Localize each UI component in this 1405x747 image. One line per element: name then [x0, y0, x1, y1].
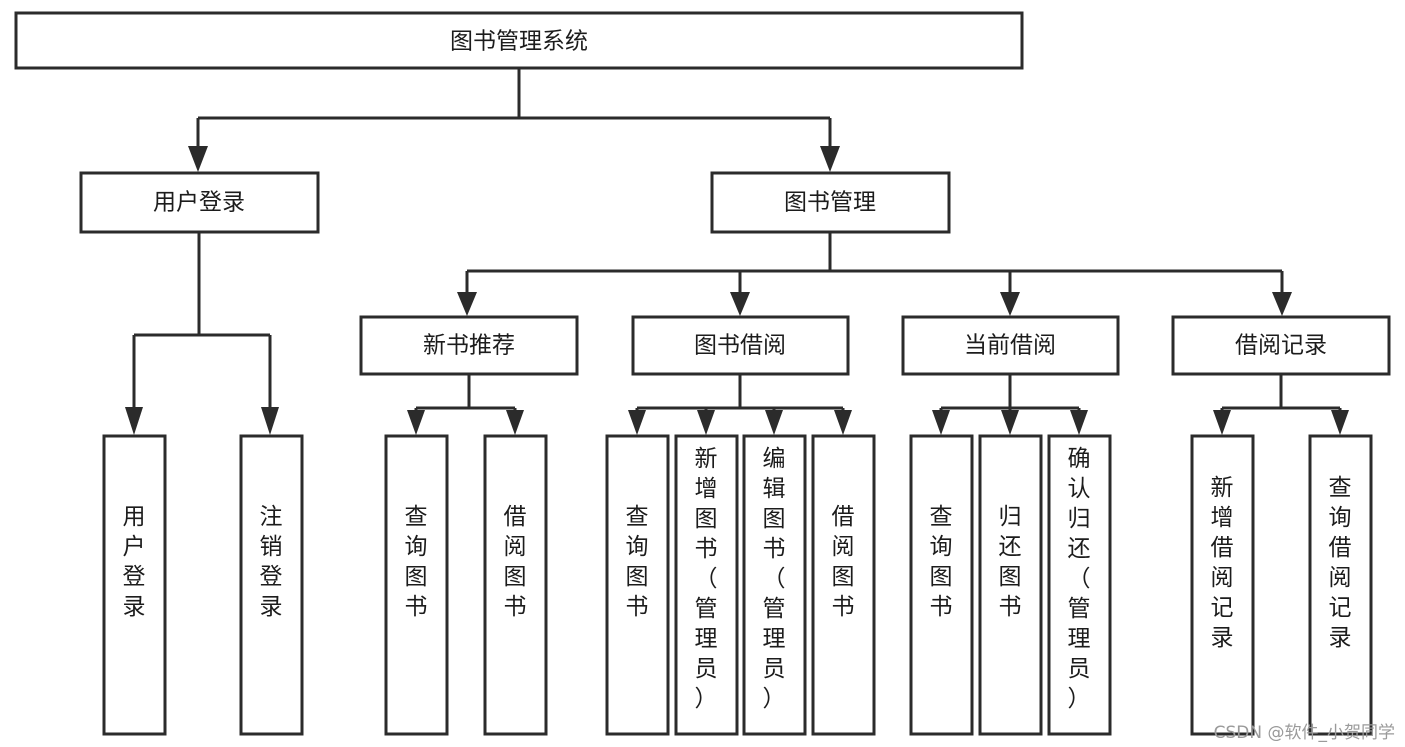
leaf-current-confirm-rect — [1047, 434, 1112, 736]
node-book-borrow-rect — [631, 315, 850, 376]
arrow-head-leaf-borrow-3 — [765, 410, 783, 435]
leaf-node-newbook-query[interactable]: 查询图书 — [384, 434, 449, 736]
leaf-borrow-query-label: 查询图书 — [626, 504, 649, 620]
arrow-head-newbook — [457, 292, 477, 316]
node-borrow-record[interactable]: 借阅记录 — [1171, 315, 1391, 376]
arrow-head-leaf-borrow-2 — [697, 410, 715, 435]
node-new-book-recommend-rect — [359, 315, 579, 376]
node-current-borrow-label: 当前借阅 — [964, 333, 1056, 359]
leaf-user-login-logout-label: 注销登录 — [260, 504, 283, 620]
arrow-head-borrow — [730, 292, 750, 316]
leaf-current-return-rect — [978, 434, 1043, 736]
leaf-current-query-label: 查询图书 — [930, 504, 953, 620]
arrow-head-leaf-current-3 — [1070, 410, 1088, 435]
node-book-management-label: 图书管理 — [784, 190, 876, 216]
node-user-login[interactable]: 用户登录 — [79, 171, 320, 234]
node-current-borrow[interactable]: 当前借阅 — [901, 315, 1120, 376]
leaf-node-user-login-logout[interactable]: 注销登录 — [239, 434, 304, 736]
leaf-user-login-logout-rect — [239, 434, 304, 736]
arrow-head-leaf-record-1 — [1213, 410, 1231, 435]
leaf-node-current-return[interactable]: 归还图书 — [978, 434, 1043, 736]
leaf-node-current-confirm[interactable]: 确认归还（管理员） — [1047, 434, 1112, 736]
leaf-node-user-login-login[interactable]: 用户登录 — [102, 434, 167, 736]
leaf-record-query-label: 查询借阅记录 — [1329, 475, 1352, 651]
arrow-head-leaf-newbook-2 — [506, 410, 524, 435]
arrow-head-leaf-newbook-1 — [407, 410, 425, 435]
leaf-newbook-borrow-label: 借阅图书 — [504, 504, 527, 620]
node-new-book-recommend[interactable]: 新书推荐 — [359, 315, 579, 376]
arrow-head-leaf-borrow-4 — [834, 410, 852, 435]
leaf-borrow-lend-label: 借阅图书 — [832, 504, 855, 620]
leaf-node-borrow-add[interactable]: 新增图书（管理员） — [674, 434, 739, 736]
connectors-layer — [125, 68, 1349, 435]
arrow-head-userlogin — [188, 146, 208, 172]
leaf-current-return-label: 归还图书 — [999, 504, 1022, 620]
leaf-current-query-rect — [909, 434, 974, 736]
node-root-rect — [14, 11, 1024, 70]
node-book-management-rect — [710, 171, 951, 234]
leaf-borrow-add-label: 新增图书（管理员） — [695, 446, 718, 712]
leaf-node-borrow-query[interactable]: 查询图书 — [605, 434, 670, 736]
leaf-node-record-query[interactable]: 查询借阅记录 — [1308, 434, 1373, 736]
node-user-login-label: 用户登录 — [153, 190, 245, 216]
node-current-borrow-rect — [901, 315, 1120, 376]
leaf-borrow-edit-label: 编辑图书（管理员） — [763, 446, 786, 712]
node-root-book-management-system[interactable]: 图书管理系统 — [14, 11, 1024, 70]
node-user-login-rect — [79, 171, 320, 234]
arrow-head-leaf-userlogin-2 — [261, 407, 279, 435]
arrow-head-leaf-record-2 — [1331, 410, 1349, 435]
arrow-head-leaf-current-1 — [932, 410, 950, 435]
csdn-watermark: CSDN @软件_小贺同学 — [1213, 723, 1395, 743]
leaf-user-login-login-rect — [102, 434, 167, 736]
leaf-node-record-add[interactable]: 新增借阅记录 — [1190, 434, 1255, 736]
node-borrow-record-rect — [1171, 315, 1391, 376]
leaf-borrow-lend-rect — [811, 434, 876, 736]
node-book-borrow[interactable]: 图书借阅 — [631, 315, 850, 376]
node-borrow-record-label: 借阅记录 — [1235, 333, 1327, 359]
leaf-borrow-query-rect — [605, 434, 670, 736]
leaf-borrow-edit-rect — [742, 434, 807, 736]
node-new-book-recommend-label: 新书推荐 — [423, 333, 515, 359]
arrow-head-leaf-borrow-1 — [628, 410, 646, 435]
leaf-node-borrow-lend[interactable]: 借阅图书 — [811, 434, 876, 736]
leaf-node-newbook-borrow[interactable]: 借阅图书 — [483, 434, 548, 736]
leaf-record-add-label: 新增借阅记录 — [1211, 475, 1234, 651]
node-root-label: 图书管理系统 — [450, 29, 588, 55]
leaf-record-add-rect — [1190, 434, 1255, 736]
leaf-newbook-borrow-rect — [483, 434, 548, 736]
arrow-head-current — [1000, 292, 1020, 316]
arrow-head-leaf-userlogin-1 — [125, 407, 143, 435]
leaf-newbook-query-rect — [384, 434, 449, 736]
leaf-user-login-login-label: 用户登录 — [123, 504, 146, 620]
node-book-management[interactable]: 图书管理 — [710, 171, 951, 234]
node-book-borrow-label: 图书借阅 — [694, 333, 786, 359]
leaf-node-current-query[interactable]: 查询图书 — [909, 434, 974, 736]
leaf-newbook-query-label: 查询图书 — [405, 504, 428, 620]
arrow-head-bookmgmt — [820, 146, 840, 172]
arrow-head-leaf-current-2 — [1001, 410, 1019, 435]
arrow-head-record — [1272, 292, 1292, 316]
leaf-current-confirm-label: 确认归还（管理员） — [1068, 446, 1091, 712]
leaf-borrow-add-rect — [674, 434, 739, 736]
leaf-record-query-rect — [1308, 434, 1373, 736]
leaf-node-borrow-edit[interactable]: 编辑图书（管理员） — [742, 434, 807, 736]
